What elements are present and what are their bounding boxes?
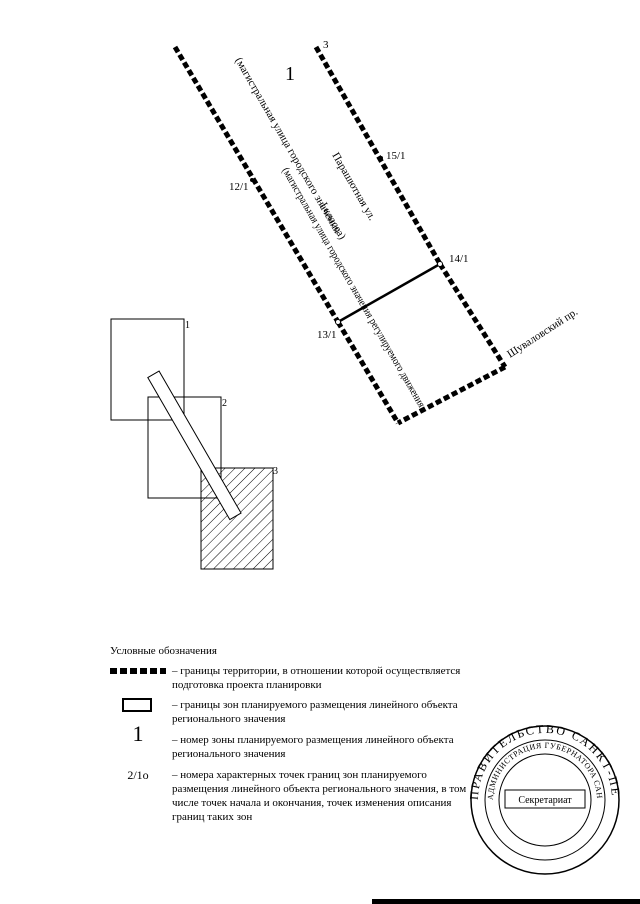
point-label-14: 14/1 — [449, 253, 469, 265]
legend-text: – номера характерных точек границ зон пл… — [172, 769, 467, 823]
legend-text: – номер зоны планируемого размещения лин… — [172, 734, 454, 760]
point-label-15: 15/1 — [386, 150, 406, 162]
point-marker — [437, 261, 443, 267]
point-marker — [379, 156, 383, 160]
inset-key-map: 1 2 3 — [110, 318, 278, 570]
point-label-3: 3 — [323, 39, 329, 51]
point-number-symbol: 2/1о — [127, 768, 149, 782]
inset-label-2: 2 — [222, 398, 227, 409]
territory-boundary — [172, 45, 508, 426]
street-shuvalovsky-label: Шуваловский пр. — [505, 306, 580, 361]
dashed-line-symbol — [110, 668, 166, 674]
bottom-edge-bar — [372, 899, 640, 904]
legend-text: – границы территории, в отношении которо… — [172, 665, 461, 691]
zone-number-symbol: 1 — [132, 721, 144, 746]
point-label-12: 12/1 — [229, 181, 249, 193]
point-marker — [250, 178, 254, 182]
street-parashyutnaya-desc-label: (магистральная улица городского значения… — [279, 166, 427, 410]
zone-boundary-line — [337, 262, 441, 324]
point-label-13: 13/1 — [317, 329, 337, 341]
legend-title: Условные обозначения — [110, 645, 217, 657]
inset-label-1: 1 — [185, 320, 190, 331]
rectangle-symbol — [122, 698, 152, 712]
point-marker — [335, 319, 341, 325]
legend-text: – границы зон планируемого размещения ли… — [172, 699, 458, 725]
inset-zone-strip — [147, 370, 242, 521]
inset-square-2 — [147, 396, 222, 499]
stamp-center-text: Секретариат — [518, 795, 572, 806]
street-parashyutnaya-label: Парашютная ул. — [329, 151, 378, 223]
inset-label-3: 3 — [273, 466, 278, 477]
zone-number: 1 — [285, 63, 295, 85]
